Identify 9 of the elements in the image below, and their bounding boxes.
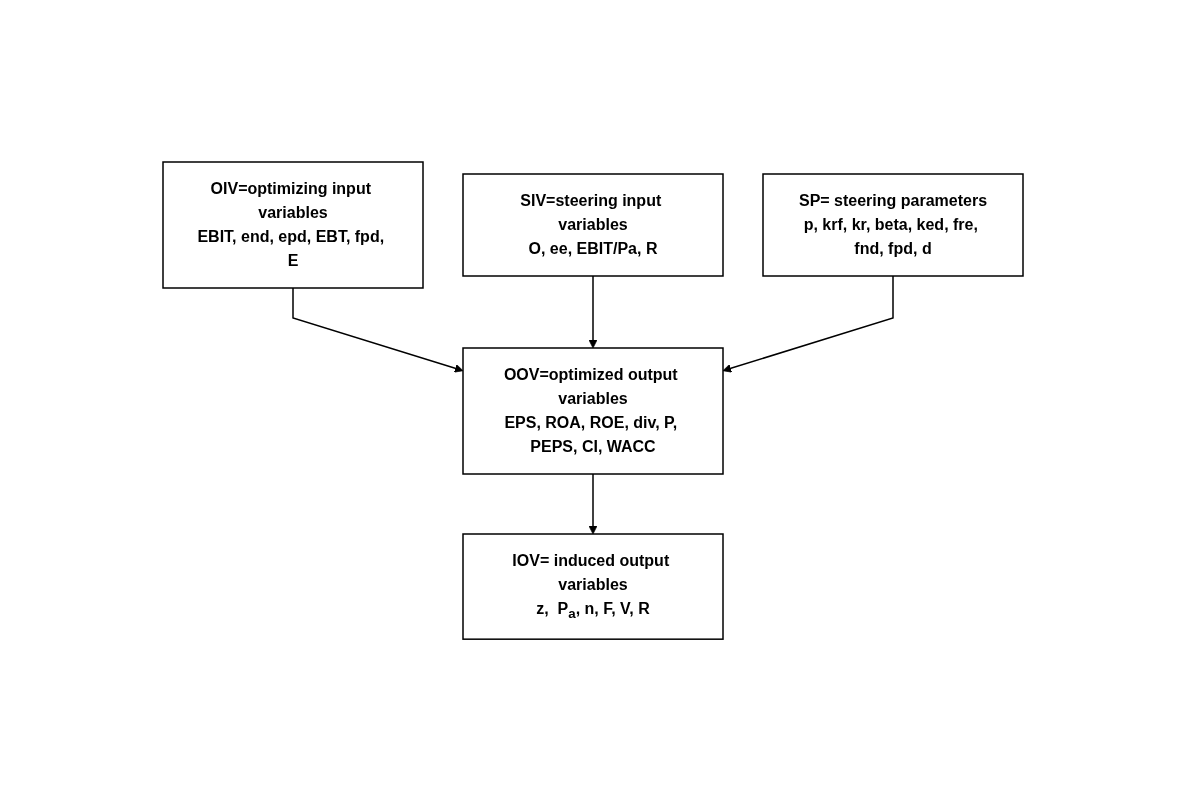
- node-box: SP= steering parameters p, krf, kr, beta, ked, fre, fnd, fpd, d: [761, 173, 1024, 278]
- arrow: [722, 275, 894, 373]
- node-box: OIV=optimizing input variables EBIT, end, epd, EBT, fpd, E: [161, 161, 424, 290]
- arrow: [588, 275, 597, 349]
- node-box: SIV=steering input variables O, ee, EBIT/Pa, R: [461, 173, 724, 278]
- arrow: [291, 287, 463, 373]
- node-box: IOV= induced output variables z, P$_{a}$, n, F, V, R: [461, 533, 724, 641]
- node-box: OOV=optimized output variables EPS, ROA, ROE, div, P, PEPS, CI, WACC: [461, 347, 724, 476]
- arrow: [588, 473, 597, 535]
